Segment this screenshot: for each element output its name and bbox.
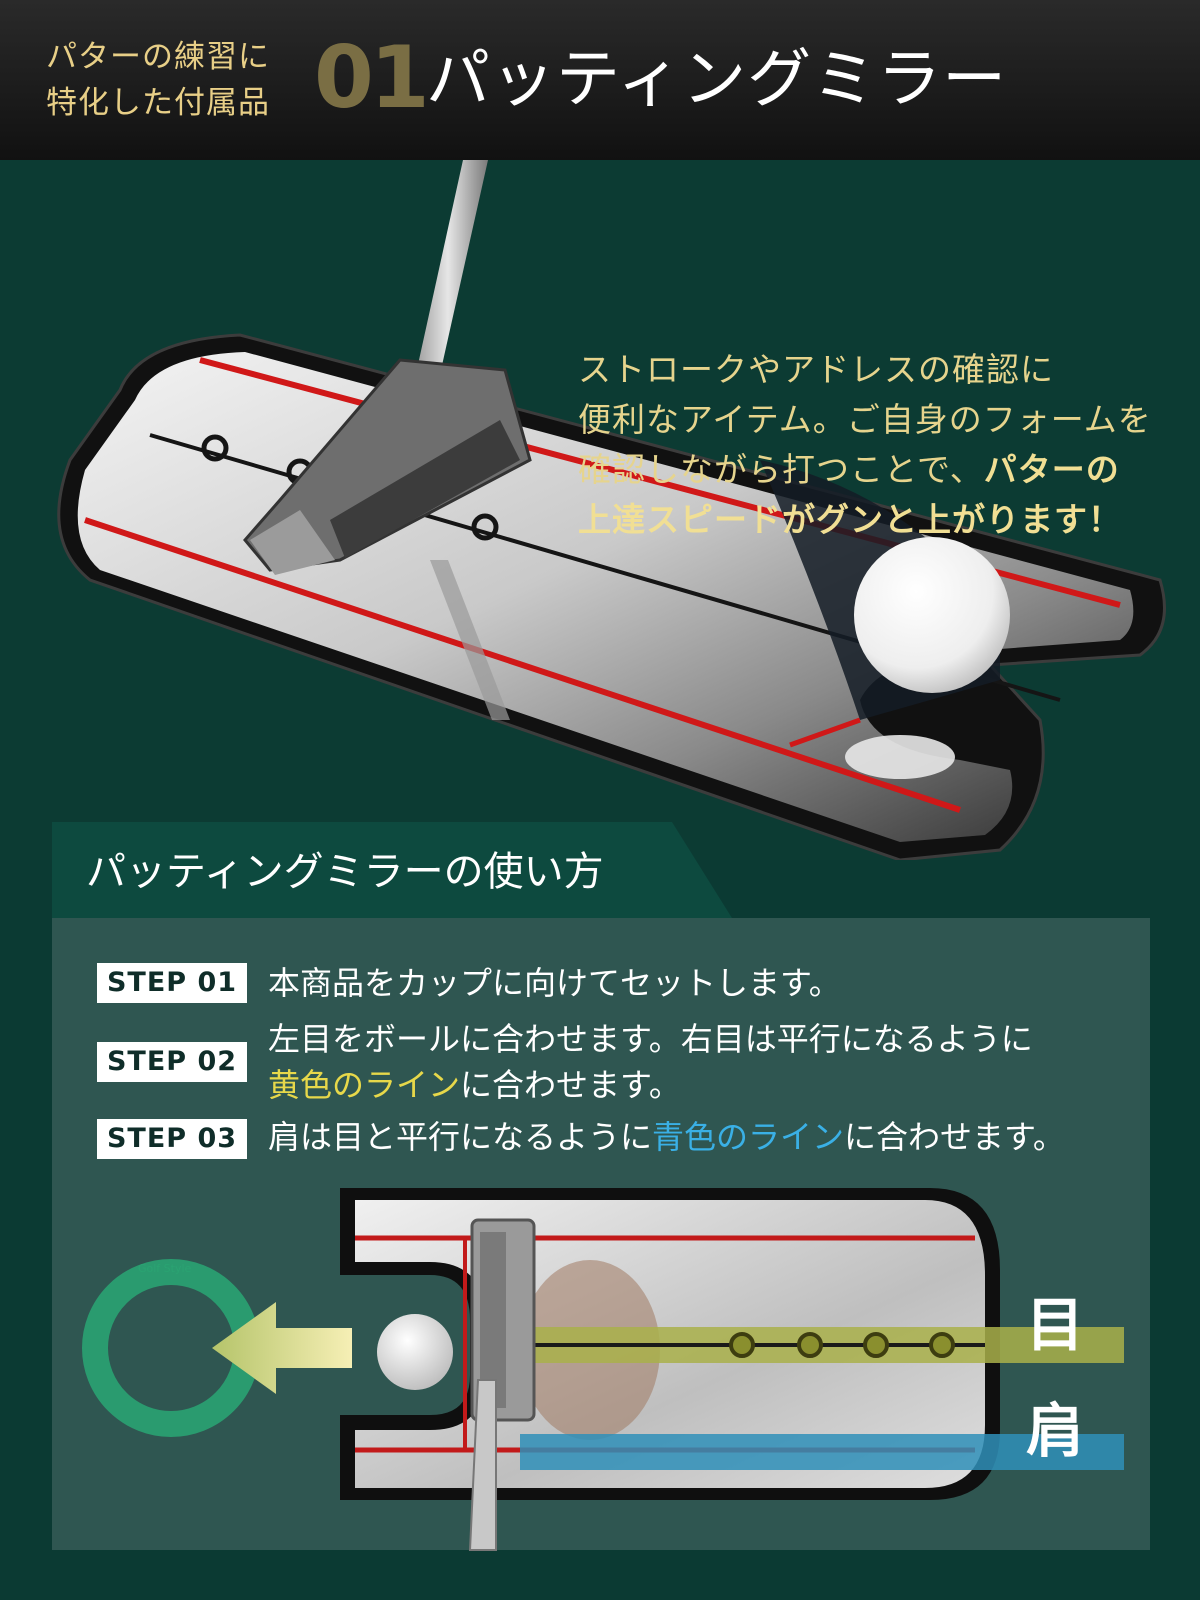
hero-description-bold: 上達スピードがグンと上がります！ xyxy=(578,500,1122,539)
step-text-03-after: に合わせます。 xyxy=(844,1118,1065,1156)
header-banner: パターの練習に 特化した付属品 01 パッティングミラー xyxy=(0,0,1200,160)
hero-description-line: ストロークやアドレスの確認に xyxy=(578,350,1054,389)
step-text-03-before: 肩は目と平行になるように xyxy=(268,1118,653,1156)
hero-section: ストロークやアドレスの確認に 便利なアイテム。ご自身のフォームを 確認しながら打… xyxy=(0,160,1200,860)
step-badge-01: STEP 01 xyxy=(97,963,247,1003)
putting-mirror-photo xyxy=(57,160,1166,860)
step-text-03: 肩は目と平行になるように青色のラインに合わせます。 xyxy=(268,1114,1128,1160)
header-number: 01 xyxy=(314,28,430,128)
howto-panel xyxy=(52,918,1150,1550)
yellow-line-highlight: 黄色のライン xyxy=(268,1066,461,1104)
alignment-dot xyxy=(471,513,499,541)
hero-description-line: 確認しながら打つことで、パターの xyxy=(578,445,1178,495)
step-badge-02: STEP 02 xyxy=(97,1042,247,1082)
hero-description: ストロークやアドレスの確認に 便利なアイテム。ご自身のフォームを 確認しながら打… xyxy=(578,345,1178,545)
cup-brand-text: Golf Style xyxy=(138,1262,192,1275)
step-text-02-line1: 左目をボールに合わせます。右目は平行になるように xyxy=(268,1020,1033,1058)
step-text-02-line2: 黄色のラインに合わせます。 xyxy=(268,1062,1128,1108)
golf-ball-reflection xyxy=(845,735,955,779)
step-text-02-rest: に合わせます。 xyxy=(460,1066,681,1104)
header-subtitle: パターの練習に 特化した付属品 xyxy=(46,34,306,126)
step-text-02: 左目をボールに合わせます。右目は平行になるように 黄色のラインに合わせます。 xyxy=(268,1016,1128,1108)
mirror-red-line xyxy=(84,517,961,813)
alignment-dot xyxy=(201,434,229,462)
header-subtitle-line2: 特化した付属品 xyxy=(46,85,270,121)
step-text-01: 本商品をカップに向けてセットします。 xyxy=(268,964,841,1002)
hero-description-text: 確認しながら打つことで、 xyxy=(578,450,984,489)
putter xyxy=(243,160,532,720)
eye-label: 目 xyxy=(1026,1291,1085,1359)
howto-tab xyxy=(52,822,732,918)
golf-ball xyxy=(854,537,1010,693)
hero-description-line: 便利なアイテム。ご自身のフォームを xyxy=(578,400,1152,439)
step-badge-03: STEP 03 xyxy=(97,1119,247,1159)
blue-line-highlight: 青色のライン xyxy=(652,1118,845,1156)
hero-description-bold: パターの xyxy=(983,450,1120,489)
page-title: パッティングミラー xyxy=(426,43,1008,117)
howto-title: パッティングミラーの使い方 xyxy=(86,849,604,895)
shoulder-label: 肩 xyxy=(1026,1397,1085,1465)
header-subtitle-line1: パターの練習に xyxy=(46,39,270,75)
